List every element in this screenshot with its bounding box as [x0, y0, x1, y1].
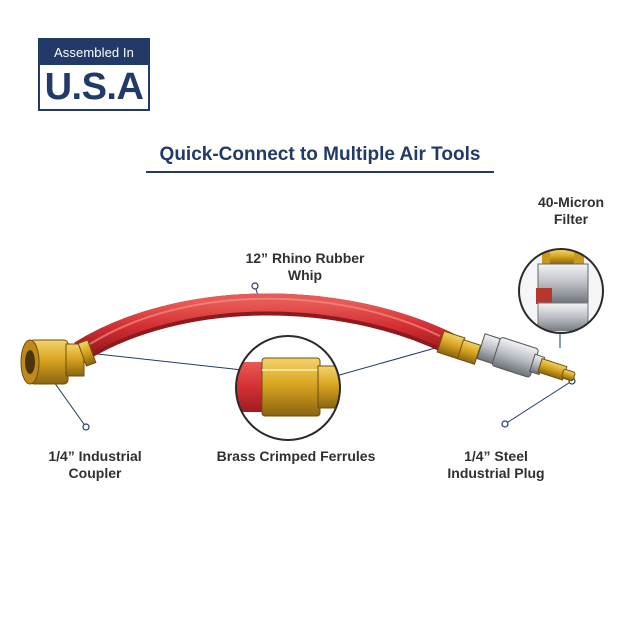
plug-label: 1/4” Steel Industrial Plug [436, 448, 556, 482]
red-rubber-hose [75, 293, 454, 358]
coupler-label: 1/4” Industrial Coupler [30, 448, 160, 482]
assembled-in-usa-badge: Assembled In U.S.A [38, 38, 150, 111]
coupler-label-line2: Coupler [68, 465, 122, 481]
filter-label-line1: 40-Micron [537, 194, 605, 210]
whip-label-line1: 12” Rhino Rubber [245, 250, 365, 266]
coupler-label-line1: 1/4” Industrial [48, 448, 142, 464]
headline: Quick-Connect to Multiple Air Tools [159, 144, 481, 165]
plug-leader-line [504, 380, 573, 425]
badge-main-text: U.S.A [44, 66, 144, 108]
filter-inset [518, 248, 604, 334]
right-fitting [436, 330, 576, 382]
whip-label: 12” Rhino Rubber Whip [230, 250, 380, 284]
ferrule-leader-right [335, 344, 447, 377]
ferrules-label-line1: Brass Crimped Ferrules [216, 448, 376, 464]
headline-underline [146, 171, 494, 173]
filter-label: 40-Micron Filter [531, 194, 611, 228]
filter-label-line2: Filter [553, 211, 589, 227]
ferrules-label: Brass Crimped Ferrules [205, 448, 387, 465]
badge-top-text: Assembled In [40, 40, 148, 65]
whip-label-line2: Whip [287, 267, 323, 283]
plug-label-line1: 1/4” Steel [464, 448, 528, 464]
steel-filter-body [476, 333, 576, 382]
ferrule-inset [235, 335, 341, 441]
plug-label-line2: Industrial Plug [447, 465, 545, 481]
industrial-coupler [20, 339, 97, 385]
